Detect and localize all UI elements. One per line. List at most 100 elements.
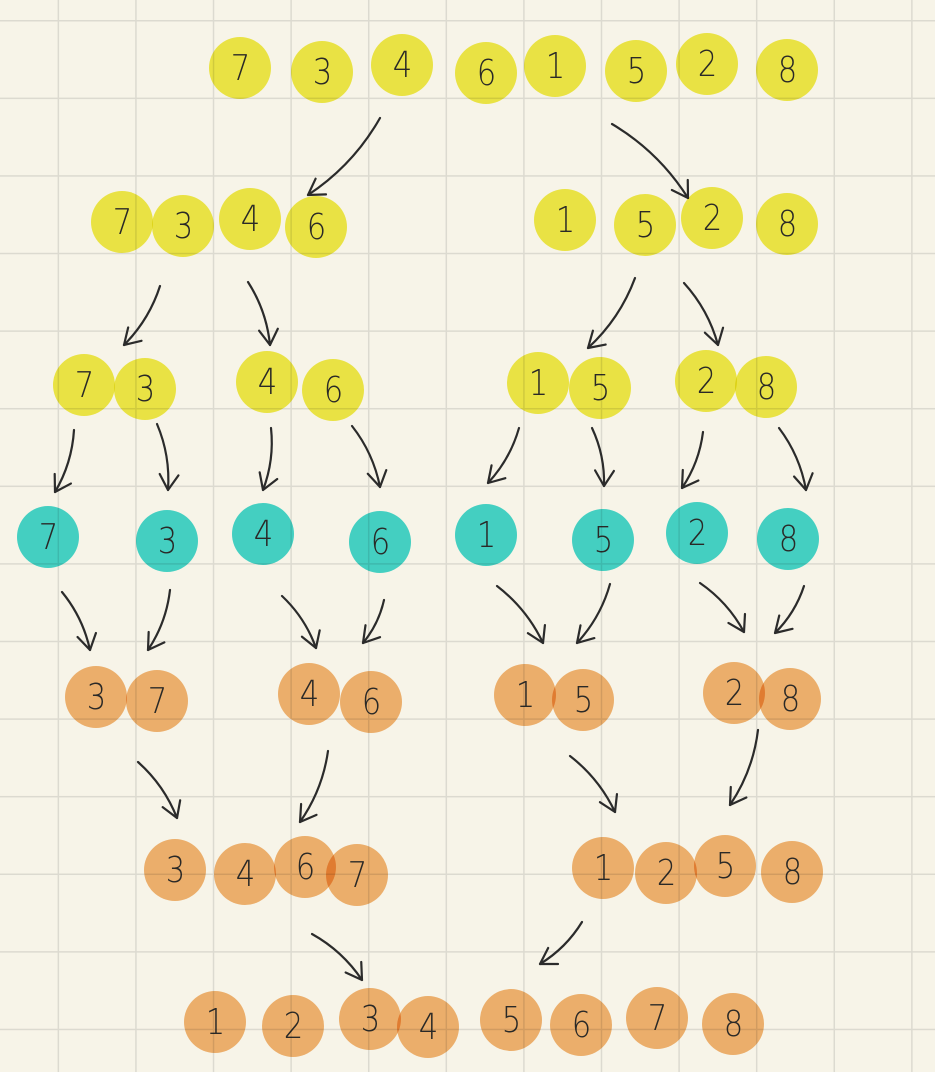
- number-circle-split-2-2: 2: [675, 350, 737, 412]
- number-circle-merge-1-7: 7: [126, 670, 188, 732]
- arrow-head-icon: [258, 471, 279, 492]
- number-circle-input-1: 1: [524, 35, 586, 97]
- arrow-head-icon: [586, 329, 607, 350]
- number-circle-input-4: 4: [371, 34, 433, 96]
- number-circle-split-2-4: 4: [236, 351, 298, 413]
- number-circle-split-1-5: 5: [614, 194, 676, 256]
- number-label: 3: [135, 368, 155, 410]
- arrow: [350, 424, 382, 489]
- arrow-head-icon: [161, 799, 182, 820]
- arrow: [575, 582, 612, 645]
- number-label: 7: [38, 516, 58, 558]
- arrow-head-icon: [526, 624, 547, 645]
- number-circle-merge-2-1: 1: [572, 837, 634, 899]
- number-label: 1: [593, 847, 613, 889]
- number-circle-input-2: 2: [676, 33, 738, 95]
- arrow-head-icon: [158, 472, 180, 492]
- arrow: [60, 590, 92, 652]
- number-label: 8: [756, 366, 776, 408]
- number-circle-split-2-5: 5: [569, 357, 631, 419]
- number-circle-input-8: 8: [756, 39, 818, 101]
- arrow: [310, 932, 364, 982]
- arrow: [155, 422, 170, 492]
- number-label: 4: [235, 853, 255, 895]
- number-circle-split-2-8: 8: [735, 356, 797, 418]
- number-circle-merge-2-7: 7: [326, 844, 388, 906]
- number-circle-merge-2-8: 8: [761, 841, 823, 903]
- arrow: [773, 584, 806, 635]
- number-label: 3: [157, 520, 177, 562]
- number-label: 2: [702, 197, 722, 239]
- arrow-head-icon: [146, 630, 166, 652]
- number-label: 2: [724, 672, 744, 714]
- number-label: 5: [590, 367, 610, 409]
- number-label: 8: [777, 49, 797, 91]
- number-label: 3: [360, 998, 380, 1040]
- number-circle-merge-2-4: 4: [214, 843, 276, 905]
- number-circle-merge-2-2: 2: [635, 842, 697, 904]
- number-label: 3: [312, 51, 332, 93]
- arrow-head-icon: [703, 326, 725, 347]
- number-circle-input-6: 6: [455, 42, 517, 104]
- arrow: [136, 760, 179, 820]
- number-label: 4: [299, 673, 319, 715]
- arrow: [298, 749, 330, 824]
- arrow-head-icon: [298, 802, 318, 824]
- arrow: [538, 920, 584, 966]
- arrow: [610, 122, 690, 200]
- number-circle-input-7: 7: [209, 37, 271, 99]
- number-label: 8: [780, 678, 800, 720]
- arrow-head-icon: [366, 469, 388, 489]
- arrow: [246, 280, 272, 347]
- arrow-head-icon: [727, 612, 747, 634]
- number-label: 6: [361, 681, 381, 723]
- number-circle-merge-2-5: 5: [694, 835, 756, 897]
- number-label: 2: [696, 360, 716, 402]
- number-label: 7: [347, 854, 367, 896]
- arrow-head-icon: [344, 960, 364, 982]
- arrow-head-icon: [538, 946, 560, 966]
- number-label: 5: [715, 845, 735, 887]
- number-circle-merge-3-3: 3: [339, 988, 401, 1050]
- arrow: [280, 594, 318, 650]
- number-circle-input-3: 3: [291, 41, 353, 103]
- arrow-head-icon: [306, 177, 328, 197]
- number-label: 3: [173, 205, 193, 247]
- arrow: [586, 276, 637, 350]
- arrow-head-icon: [792, 472, 814, 492]
- arrow-head-icon: [728, 785, 748, 807]
- number-circle-input-5: 5: [605, 40, 667, 102]
- number-label: 1: [476, 514, 496, 556]
- number-label: 6: [476, 52, 496, 94]
- number-circle-split-3-4: 4: [232, 503, 294, 565]
- number-circle-split-3-3: 3: [136, 510, 198, 572]
- arrow: [495, 584, 545, 645]
- arrow: [568, 754, 617, 814]
- number-circle-split-3-7: 7: [17, 506, 79, 568]
- number-label: 4: [253, 513, 273, 555]
- number-label: 7: [230, 47, 250, 89]
- number-circle-split-1-2: 2: [681, 187, 743, 249]
- number-label: 3: [165, 849, 185, 891]
- number-label: 4: [240, 198, 260, 240]
- arrow: [261, 426, 273, 492]
- arrow-head-icon: [773, 614, 794, 635]
- number-label: 2: [697, 43, 717, 85]
- arrow-head-icon: [575, 624, 596, 645]
- number-circle-split-3-2: 2: [666, 502, 728, 564]
- number-label: 7: [147, 680, 167, 722]
- number-label: 2: [283, 1005, 303, 1047]
- number-circle-split-2-1: 1: [507, 352, 569, 414]
- arrow: [682, 281, 720, 347]
- number-label: 3: [86, 676, 106, 718]
- arrow: [680, 430, 705, 490]
- number-label: 5: [501, 999, 521, 1041]
- number-circle-split-3-8: 8: [757, 508, 819, 570]
- arrow-head-icon: [53, 472, 72, 494]
- number-circle-split-2-7: 7: [53, 354, 115, 416]
- arrow-head-icon: [486, 464, 507, 485]
- number-label: 4: [418, 1006, 438, 1048]
- number-circle-split-1-6: 6: [285, 196, 347, 258]
- number-circle-split-3-1: 1: [455, 504, 517, 566]
